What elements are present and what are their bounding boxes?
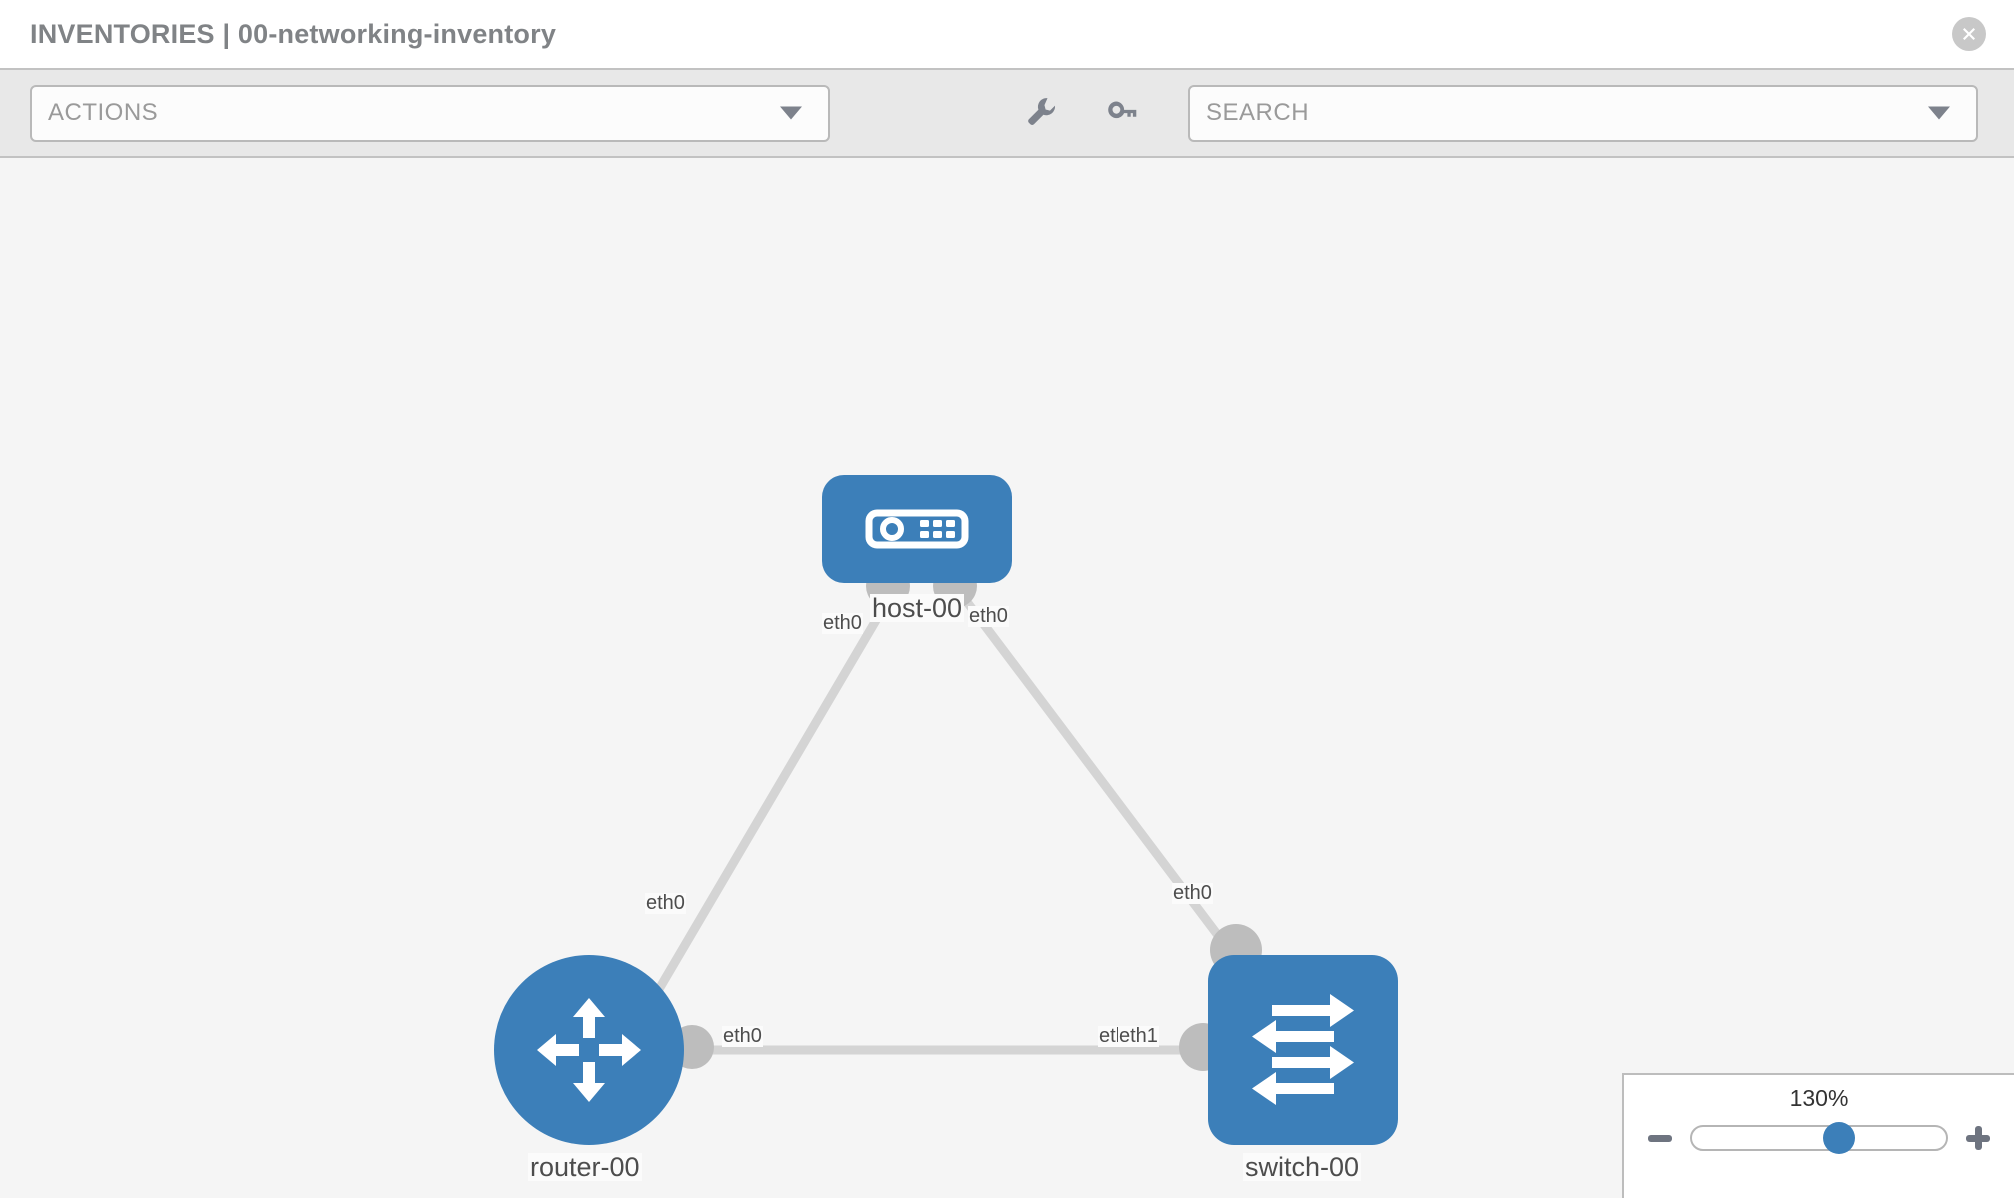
topology-edges bbox=[640, 581, 1240, 1055]
key-button[interactable] bbox=[1100, 91, 1144, 135]
search-input[interactable] bbox=[1206, 99, 1900, 127]
switch-00-iface-eth1: eth1 bbox=[1118, 1025, 1159, 1047]
topology-graph bbox=[640, 564, 1262, 1071]
close-icon bbox=[1963, 28, 1975, 40]
zoom-percent-label: 130% bbox=[1789, 1085, 1849, 1111]
zoom-control-panel: 130% bbox=[1622, 1073, 2014, 1198]
key-icon bbox=[1108, 101, 1137, 119]
toolbar: ACTIONS bbox=[0, 68, 2014, 158]
server-icon bbox=[865, 509, 969, 549]
chevron-down-icon bbox=[780, 106, 802, 120]
switch-00-shape[interactable] bbox=[1208, 955, 1398, 1145]
host-00-shape[interactable] bbox=[822, 475, 1012, 583]
page-header: INVENTORIES | 00-networking-inventory bbox=[0, 0, 2014, 68]
router-00-iface-eth0: eth0 bbox=[722, 1025, 763, 1047]
host-00-label: host-00 bbox=[870, 593, 965, 623]
host-00-iface-left: eth0 bbox=[822, 612, 863, 634]
wrench-icon bbox=[1028, 98, 1056, 125]
wrench-button[interactable] bbox=[1020, 91, 1064, 135]
router-00-shape[interactable] bbox=[494, 955, 684, 1145]
actions-dropdown-label: ACTIONS bbox=[48, 99, 159, 126]
page-title: INVENTORIES | 00-networking-inventory bbox=[30, 18, 557, 49]
zoom-in-button[interactable] bbox=[1966, 1126, 1990, 1150]
zoom-slider-row bbox=[1624, 1122, 2014, 1154]
zoom-slider-thumb[interactable] bbox=[1823, 1122, 1856, 1154]
actions-dropdown[interactable]: ACTIONS bbox=[30, 84, 830, 142]
router-00-label: router-00 bbox=[528, 1152, 642, 1182]
edge-host00-router00 bbox=[640, 583, 900, 1018]
search-field[interactable] bbox=[1188, 84, 1978, 142]
switch-arrows-icon bbox=[1252, 994, 1354, 1105]
close-button[interactable] bbox=[1952, 17, 1986, 51]
router-00-iface-uplink: eth0 bbox=[645, 892, 686, 914]
zoom-slider-track[interactable] bbox=[1690, 1122, 1948, 1154]
switch-00-iface-uplink: eth0 bbox=[1172, 882, 1213, 904]
host-00-iface-right: eth0 bbox=[968, 605, 1009, 627]
router-arrows-icon bbox=[537, 998, 641, 1102]
zoom-out-button[interactable] bbox=[1648, 1134, 1672, 1142]
search-chevron-down-icon[interactable] bbox=[1928, 106, 1950, 120]
topology-canvas[interactable]: host-00 eth0 eth0 router-00 eth0 eth0 bbox=[0, 158, 2014, 1198]
switch-00-label: switch-00 bbox=[1243, 1152, 1362, 1182]
toolbar-icon-group bbox=[1020, 91, 1144, 135]
